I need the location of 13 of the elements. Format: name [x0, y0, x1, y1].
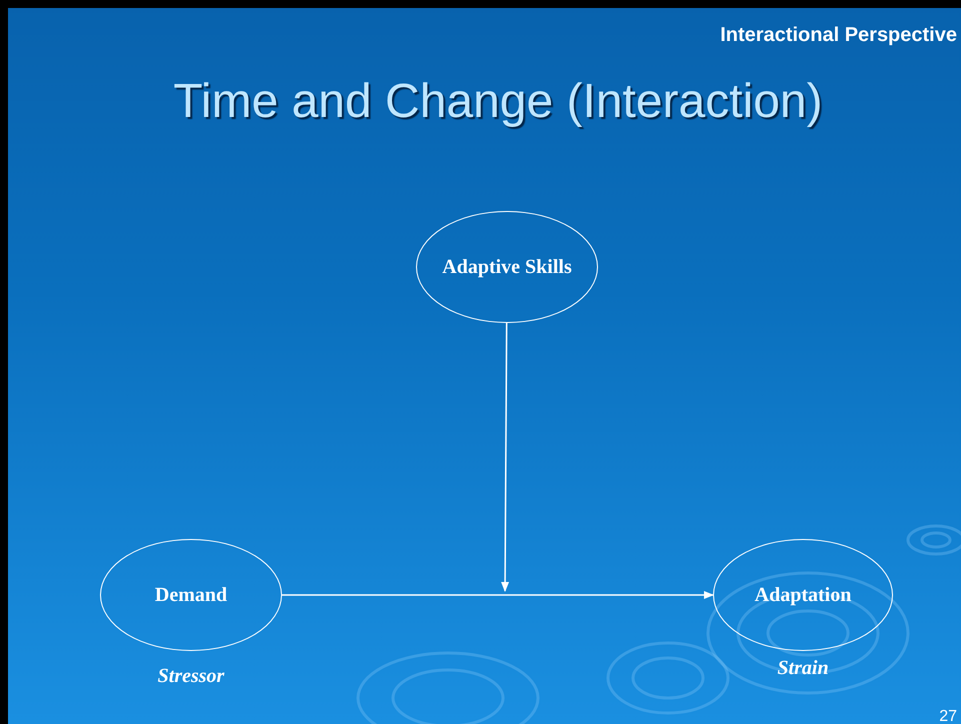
node-label: Adaptive Skills — [442, 256, 572, 278]
header-text: Interactional Perspective — [720, 24, 957, 47]
node-label: Demand — [154, 584, 228, 606]
arrow — [501, 323, 510, 592]
ellipse-node — [100, 539, 282, 651]
page-number: 27 — [939, 708, 957, 724]
slide-title: Time and Change (Interaction) — [172, 74, 824, 129]
ellipse-node — [416, 211, 598, 323]
node-label: Adaptation — [754, 584, 852, 606]
arrow — [282, 591, 714, 599]
node-caption: Stressor — [158, 665, 224, 688]
node-caption: Strain — [777, 657, 829, 680]
ellipse-node — [713, 539, 893, 651]
